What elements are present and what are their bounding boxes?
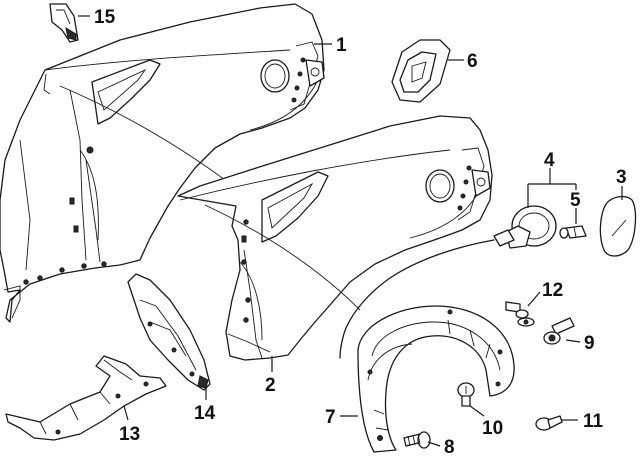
part-12-retainer[interactable] bbox=[505, 301, 535, 327]
part-9-bolt[interactable] bbox=[543, 317, 575, 345]
callout-6: 6 bbox=[467, 51, 478, 72]
callout-9: 9 bbox=[584, 333, 595, 354]
part-3-fuel-door[interactable] bbox=[599, 195, 637, 257]
callout-14: 14 bbox=[194, 403, 216, 424]
part-5-fuel-door-spring[interactable] bbox=[559, 225, 587, 239]
part-13-reinforcement[interactable] bbox=[5, 355, 167, 441]
callout-4: 4 bbox=[544, 150, 555, 171]
callout-15: 15 bbox=[94, 7, 116, 28]
callout-8: 8 bbox=[444, 437, 455, 458]
callout-10: 10 bbox=[482, 418, 503, 439]
part-2-quarter-panel-inner[interactable] bbox=[177, 115, 493, 361]
part-11-push-clip[interactable] bbox=[535, 415, 563, 431]
callout-3: 3 bbox=[616, 167, 627, 188]
part-1-quarter-panel-outer[interactable] bbox=[0, 3, 325, 323]
part-4-fuel-door-assembly[interactable] bbox=[339, 205, 557, 359]
callout-7: 7 bbox=[325, 407, 336, 428]
callout-2: 2 bbox=[265, 375, 276, 396]
callout-labels: 15 1 6 4 3 5 12 9 2 14 7 10 11 13 8 bbox=[94, 7, 627, 458]
callout-13: 13 bbox=[119, 424, 140, 445]
part-15-bracket[interactable] bbox=[49, 3, 79, 43]
part-7-wheelhouse-liner[interactable] bbox=[357, 305, 515, 453]
part-6-fuel-door-housing[interactable] bbox=[391, 39, 451, 103]
callout-1: 1 bbox=[336, 35, 347, 56]
part-10-push-clip[interactable] bbox=[457, 382, 475, 407]
callout-5: 5 bbox=[570, 190, 581, 211]
callout-12: 12 bbox=[542, 280, 563, 301]
callout-11: 11 bbox=[583, 411, 604, 432]
part-14-splash-shield[interactable] bbox=[127, 273, 211, 391]
leader-lines bbox=[78, 15, 623, 447]
part-8-screw[interactable] bbox=[403, 431, 431, 449]
